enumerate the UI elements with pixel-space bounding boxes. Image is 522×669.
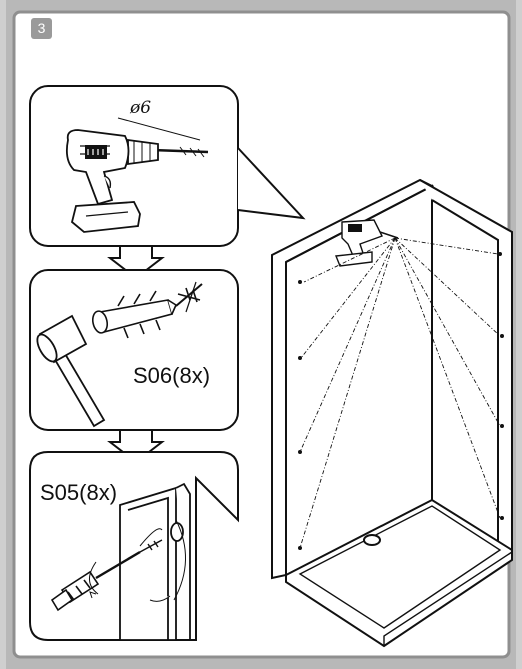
hammer-icon bbox=[36, 314, 106, 428]
shower-tray-icon bbox=[285, 498, 513, 648]
drill-hole-marks bbox=[298, 252, 504, 550]
profile-section-icon bbox=[119, 482, 191, 641]
cordless-drill-icon bbox=[65, 117, 209, 233]
no-drill-icon bbox=[175, 281, 203, 313]
drill-bit-diameter-label: ø6 bbox=[130, 98, 152, 118]
screwdriver-icon bbox=[50, 528, 163, 612]
screw-label: S05(8x) bbox=[40, 480, 118, 505]
drill-hole-lines bbox=[299, 237, 501, 549]
shower-enclosure-icon bbox=[271, 178, 513, 580]
wall-drill-icon bbox=[335, 219, 399, 267]
wall-anchor-icon bbox=[91, 290, 178, 339]
wall-anchor-label: S06(8x) bbox=[133, 363, 211, 388]
step-number-badge: 3 bbox=[31, 18, 52, 39]
